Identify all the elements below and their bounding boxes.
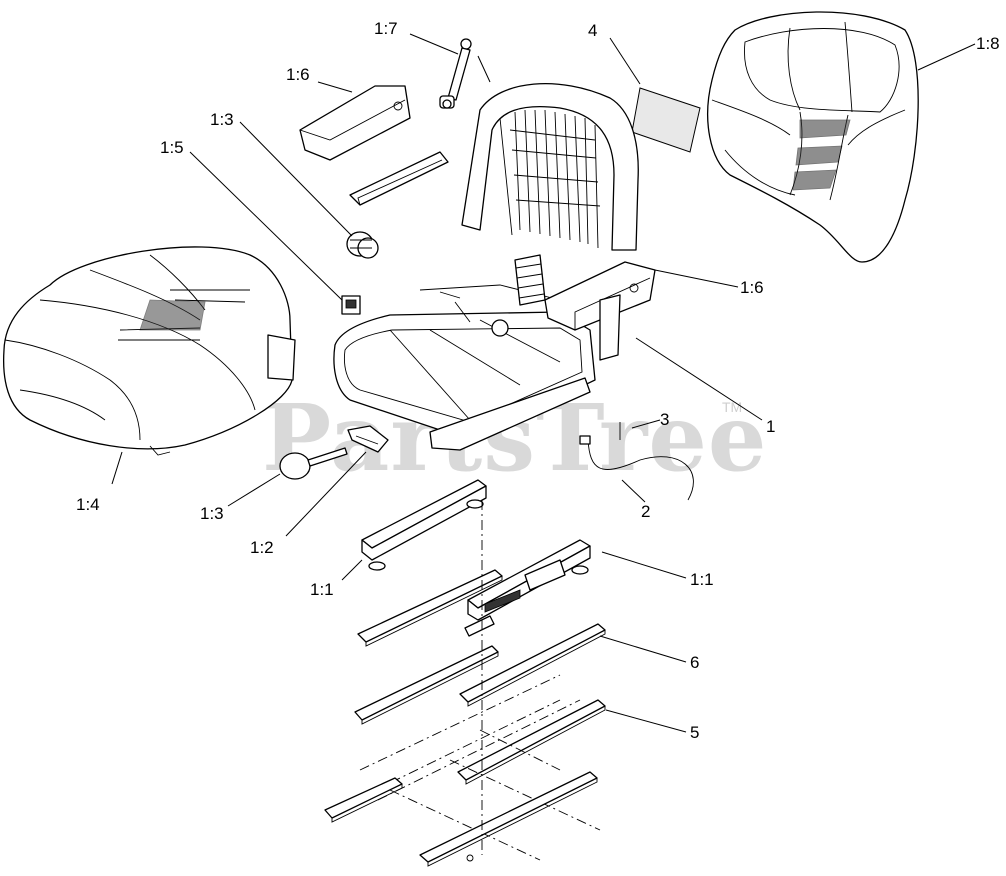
callout-6: 6 xyxy=(690,653,699,672)
callout-1: 1 xyxy=(766,417,775,436)
seat-rail-right[interactable] xyxy=(464,539,591,637)
seat-frame[interactable] xyxy=(333,83,656,451)
spacer-plate-middle[interactable] xyxy=(354,645,499,725)
callout-1-6-top: 1:6 xyxy=(286,65,310,84)
spacer-plate-upper[interactable] xyxy=(357,569,503,647)
seat-rail-left[interactable] xyxy=(361,479,487,571)
back-cushion-cover[interactable] xyxy=(707,11,919,263)
seat-cushion[interactable] xyxy=(2,246,296,456)
callout-1-8: 1:8 xyxy=(976,34,1000,53)
base-plate-lower-right[interactable] xyxy=(419,771,598,867)
callout-2: 2 xyxy=(641,502,650,521)
base-plate-5[interactable] xyxy=(457,699,606,785)
armrest-left[interactable] xyxy=(299,85,411,161)
callout-5: 5 xyxy=(690,723,699,742)
callout-3: 3 xyxy=(660,410,669,429)
spacer-plate-6[interactable] xyxy=(459,623,606,707)
adjust-knob-top[interactable] xyxy=(346,231,379,259)
callout-1-5: 1:5 xyxy=(160,138,184,157)
callout-1-1-left: 1:1 xyxy=(310,580,334,599)
wire-harness[interactable] xyxy=(579,422,694,501)
leader-lines xyxy=(111,33,976,733)
watermark-trademark: TM xyxy=(722,399,742,415)
warning-label[interactable] xyxy=(631,87,701,153)
armrest-bracket[interactable] xyxy=(349,151,449,206)
callout-1-3-top: 1:3 xyxy=(210,110,234,129)
adjust-knob-bottom[interactable] xyxy=(279,447,348,480)
callout-1-2: 1:2 xyxy=(250,538,274,557)
base-plate-lower-left[interactable] xyxy=(324,777,403,823)
seat-switch[interactable] xyxy=(341,295,361,315)
callout-1-3-bottom: 1:3 xyxy=(200,504,224,523)
callout-1-6-right: 1:6 xyxy=(740,278,764,297)
adjust-clip[interactable] xyxy=(347,425,389,453)
callout-1-7: 1:7 xyxy=(374,19,398,38)
seat-shock-link[interactable] xyxy=(439,38,472,109)
callout-labels: 1:7 4 1:8 1:6 1:3 1:5 1:6 1 3 1:4 1:3 1:… xyxy=(76,19,1000,742)
callout-1-1-right: 1:1 xyxy=(690,570,714,589)
base-frame-dashed xyxy=(354,674,601,861)
callout-4: 4 xyxy=(588,21,597,40)
callout-1-4: 1:4 xyxy=(76,495,100,514)
